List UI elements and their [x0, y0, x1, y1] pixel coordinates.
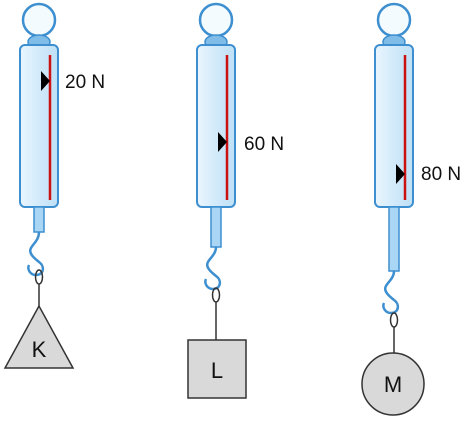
pointer-icon: [218, 132, 227, 152]
hook-icon: [27, 231, 45, 277]
pointer-icon: [41, 71, 50, 91]
hook-icon: [382, 270, 400, 315]
spring-scale-k: 20 N K: [3, 2, 105, 369]
hook-icon: [204, 246, 222, 291]
top-ring: [198, 2, 234, 38]
spring-scale-m: 80 N M: [361, 2, 461, 416]
scale-reading: 80 N: [421, 164, 461, 185]
rod: [210, 206, 222, 248]
object-label: M: [384, 372, 402, 397]
scale-reading: 60 N: [244, 134, 284, 155]
scale-reading: 20 N: [65, 72, 105, 93]
scale-body: [19, 44, 59, 208]
square-object: [187, 339, 247, 399]
object-loop: [34, 269, 44, 285]
circle-object: [361, 352, 425, 416]
scale-body: [374, 44, 414, 208]
top-ring: [21, 2, 57, 38]
rod: [388, 206, 400, 272]
object-label: L: [211, 358, 223, 383]
object-loop: [389, 312, 399, 328]
object-loop: [211, 287, 221, 303]
pointer-icon: [396, 164, 405, 184]
rod: [33, 206, 45, 233]
scale-body: [196, 44, 236, 208]
object-label: K: [32, 337, 47, 362]
spring-scale-l: 60 N L: [187, 2, 284, 399]
triangle-object: [3, 304, 75, 369]
top-ring: [376, 2, 412, 38]
